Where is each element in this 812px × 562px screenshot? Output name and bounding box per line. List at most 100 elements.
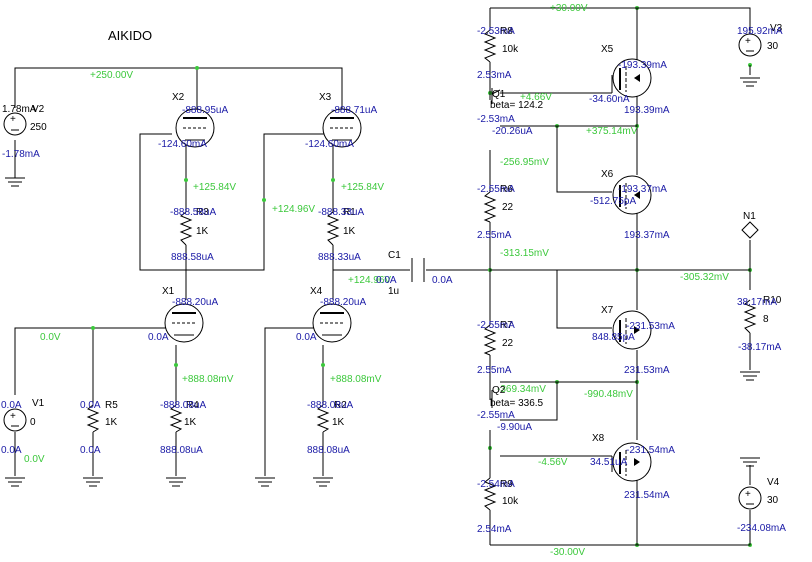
q1-base-current: -20.26uA [492, 126, 533, 137]
v3-value: 30 [767, 41, 779, 52]
x1-anode-current: -888.20uA [172, 297, 218, 308]
output-node-label: N1 [743, 211, 756, 222]
q2-beta: beta= 336.5 [490, 398, 544, 409]
resistor-r6 [483, 191, 497, 223]
x2-label: X2 [172, 92, 185, 103]
r6-value: 22 [502, 202, 514, 213]
x2-anode-current: -888.95uA [182, 105, 228, 116]
r5-value: 1K [105, 417, 118, 428]
r1-current-top: -888.33uA [318, 207, 364, 218]
source-v1: + [3, 408, 27, 432]
x6-source-current: 193.37mA [624, 230, 670, 241]
r6-current-bottom: 2.55mA [477, 230, 512, 241]
resistor-r1 [326, 211, 340, 246]
r10-label: R10 [763, 295, 782, 306]
q1-base-voltage: +4.66V [520, 92, 552, 103]
svg-text:+: + [10, 411, 16, 422]
resistor-r8 [483, 29, 497, 63]
rail-250v-label: +250.00V [90, 70, 133, 81]
tube-x1 [164, 303, 204, 343]
mosfet-x6 [612, 175, 652, 215]
x5-source-current: 193.39mA [624, 105, 670, 116]
capacitor-c1 [411, 258, 425, 282]
r9-label: R9 [500, 479, 513, 490]
v1-label: V1 [32, 398, 45, 409]
x5-gate-current: -34.60nA [589, 94, 630, 105]
resistor-r2 [316, 404, 330, 433]
r7-current-bottom: 2.55mA [477, 365, 512, 376]
x4-cathode-voltage: +888.08mV [330, 374, 382, 385]
v4-current: -234.08mA [737, 523, 786, 534]
tube-x4 [312, 303, 352, 343]
v2-label: V2 [32, 104, 45, 115]
r10-current-bottom: -38.17mA [738, 342, 782, 353]
rail-minus30-label: -30.00V [550, 547, 585, 558]
v1-current-bottom: 0.0A [1, 445, 22, 456]
svg-text:+: + [745, 36, 751, 47]
c1-current-right: 0.0A [432, 275, 453, 286]
q2-base-voltage: -4.56V [538, 457, 568, 468]
r3-value: 1K [196, 226, 209, 237]
v2-value: 250 [30, 122, 47, 133]
tube-x2 [175, 108, 215, 148]
v1-value: 0 [30, 417, 36, 428]
ground-symbol-r10 [740, 371, 760, 381]
v2-current-top: 1.78mA [2, 104, 37, 115]
q2-label: Q2 [492, 385, 506, 396]
r2-current-bottom: 888.08uA [307, 445, 350, 456]
v4-value: 30 [767, 495, 779, 506]
ground-symbols-left [5, 477, 333, 487]
x3-label: X3 [319, 92, 332, 103]
q1-label: Q1 [492, 89, 506, 100]
v2-current-bottom: -1.78mA [2, 149, 40, 160]
r7-label: R7 [500, 320, 513, 331]
r5-label: R5 [105, 400, 118, 411]
r6-label: R6 [500, 184, 513, 195]
c1-value: 1u [388, 286, 399, 297]
x4-anode-voltage: +124.96V [348, 275, 391, 286]
x6-label: X6 [601, 169, 614, 180]
x8-gate-current: 34.51uA [590, 457, 628, 468]
c1-label: C1 [388, 250, 401, 261]
r10-current-top: 38.17mA [737, 297, 777, 308]
svg-text:+: + [745, 489, 751, 500]
x4-grid-current: 0.0A [296, 332, 317, 343]
v4-label: V4 [767, 477, 780, 488]
output-node-marker [741, 221, 759, 239]
resistor-r5 [86, 404, 100, 433]
x7-drain-current: -231.53mA [626, 321, 675, 332]
r8-current-top: -2.53mA [477, 26, 515, 37]
q2-collector-current: -2.55mA [477, 410, 515, 421]
r7-bottom-voltage: -369.34mV [497, 384, 546, 395]
x1-label: X1 [162, 286, 175, 297]
svg-text:+: + [10, 114, 16, 125]
r9-value: 10k [502, 496, 519, 507]
x6-drain-current: -193.37mA [618, 184, 667, 195]
x8-source-current: 231.54mA [624, 490, 670, 501]
r4-current-bottom: 888.08uA [160, 445, 203, 456]
q1-beta: beta= 124.2 [490, 100, 544, 111]
wiring-left [14, 67, 490, 476]
c1-current-left: 0.0A [376, 275, 397, 286]
r1-label: R1 [343, 207, 356, 218]
mosfet-x5 [612, 58, 652, 98]
r3-current-top: -888.58uA [170, 207, 216, 218]
q1-collector-current: -2.53mA [477, 114, 515, 125]
x2-cathode-voltage: +125.84V [193, 182, 236, 193]
r5-current-top: 0.0A [80, 400, 101, 411]
r6-top-voltage: -256.95mV [500, 157, 549, 168]
x7-gate-current: 848.85pA [592, 332, 635, 343]
r10-value: 8 [763, 314, 769, 325]
tube-x3 [322, 108, 362, 148]
v1-current-top: 0.0A [1, 400, 22, 411]
x1-grid-current: 0.0A [148, 332, 169, 343]
q1-emitter-voltage: +375.14mV [586, 126, 638, 137]
x8-label: X8 [592, 433, 605, 444]
r2-current-top: -888.08uA [307, 400, 353, 411]
resistor-r4 [169, 404, 183, 433]
r9-current-bottom: 2.54mA [477, 524, 512, 535]
r8-value: 10k [502, 44, 519, 55]
x5-label: X5 [601, 44, 614, 55]
r6-current-top: -2.55mA [477, 184, 515, 195]
v3-label: V3 [770, 23, 783, 34]
